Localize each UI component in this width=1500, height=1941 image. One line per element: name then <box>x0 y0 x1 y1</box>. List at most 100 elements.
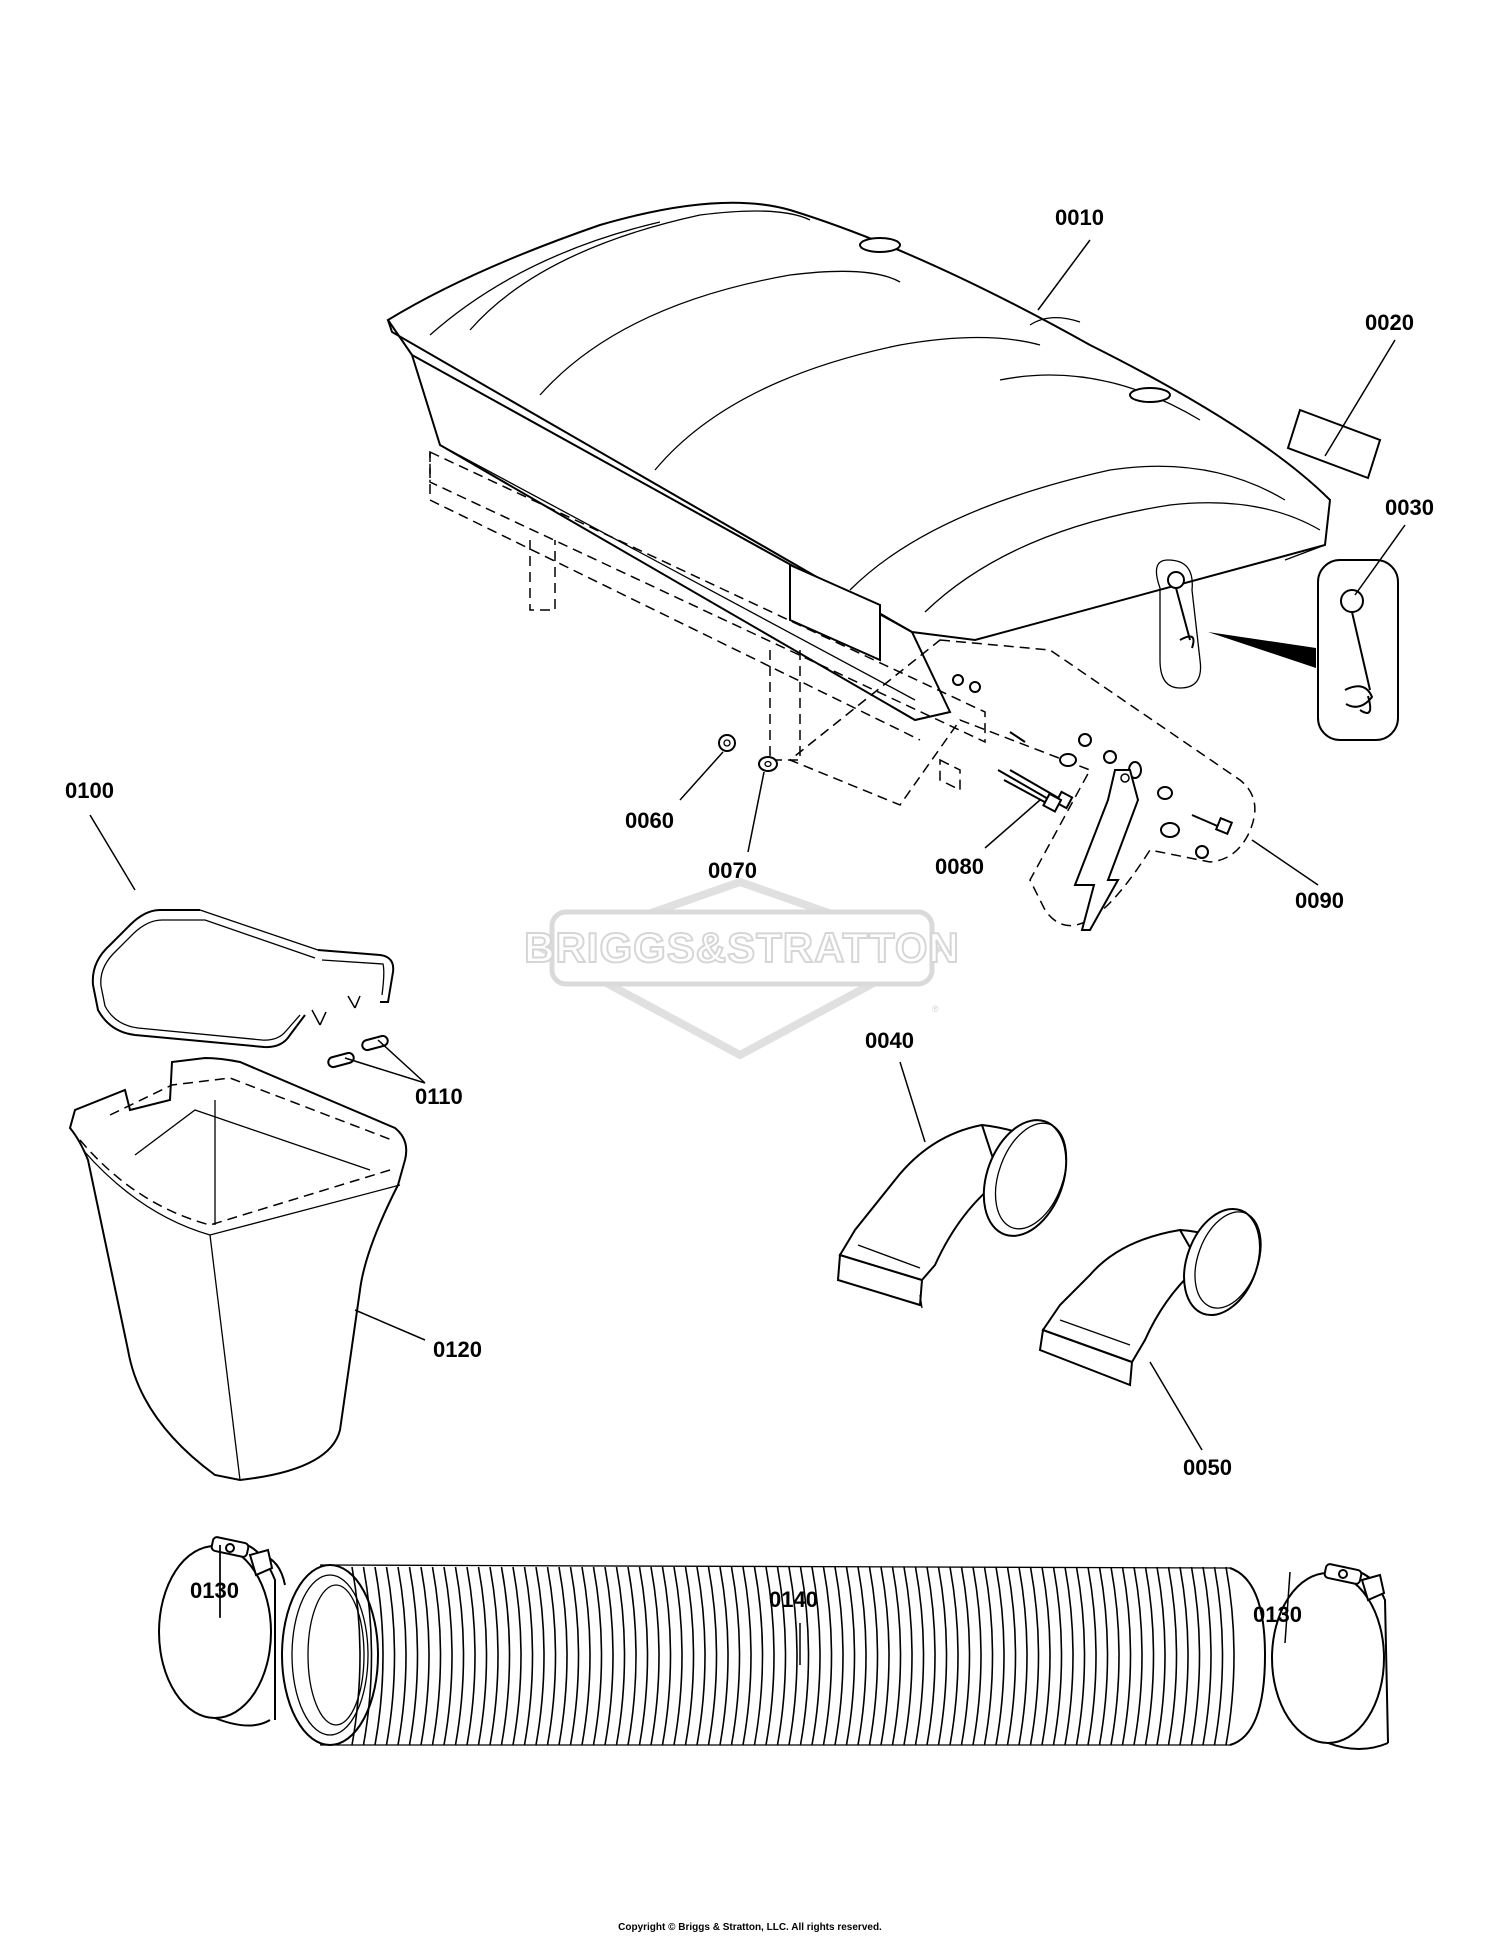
callout-0080: 0080 <box>935 854 984 879</box>
hose-ring <box>753 1566 764 1746</box>
hose-ring <box>1156 1566 1166 1746</box>
hose-ring <box>960 1566 971 1746</box>
callout-0090: 0090 <box>1295 888 1344 913</box>
hose-ring <box>362 1566 373 1746</box>
leader-0130b <box>1284 1571 1291 1644</box>
hose-ring <box>1133 1566 1143 1746</box>
hose-ring <box>592 1566 603 1746</box>
hose-ring <box>1202 1566 1212 1746</box>
callout-0120: 0120 <box>433 1337 482 1362</box>
clamp-left-0130 <box>158 1536 286 1727</box>
clamp-right-0130 <box>1271 1563 1389 1750</box>
hose-ring <box>1110 1566 1120 1746</box>
hose-ring <box>707 1566 718 1746</box>
hose-ring <box>1225 1566 1235 1746</box>
hose-ring <box>1087 1566 1097 1746</box>
hose-ring <box>926 1566 936 1746</box>
hose-ring <box>845 1566 856 1746</box>
bolt-0080 <box>997 769 1063 813</box>
hose-ring <box>374 1566 384 1746</box>
hose-ring <box>765 1566 775 1746</box>
hose-ring <box>351 1566 361 1746</box>
callout-0130a: 0130 <box>190 1578 239 1603</box>
hose-ring <box>811 1566 821 1746</box>
elbow-0050 <box>1038 1207 1262 1387</box>
hose-ring <box>776 1566 787 1746</box>
hose-rings <box>351 1566 1235 1746</box>
hose-ring <box>431 1566 442 1746</box>
hose-ring <box>1167 1566 1178 1746</box>
hardware-group-0090 <box>788 639 1256 931</box>
hose-ring <box>696 1566 706 1746</box>
hose-ring <box>972 1566 982 1746</box>
hose-ring <box>742 1566 752 1746</box>
ring-0100 <box>91 909 395 1049</box>
hose-ring <box>638 1566 649 1746</box>
bag-0120 <box>68 1056 408 1482</box>
watermark: BRIGGS&STRATTON ® <box>523 877 960 1060</box>
hose-ring <box>995 1566 1005 1746</box>
hose-ring <box>788 1566 798 1746</box>
hose-ring <box>443 1566 453 1746</box>
callout-0140: 0140 <box>769 1587 818 1612</box>
leader-0110 <box>344 1039 426 1084</box>
hose-ring <box>1029 1566 1040 1746</box>
hose-ring <box>937 1566 948 1746</box>
hose-ring <box>1190 1566 1201 1746</box>
hose-ring <box>397 1566 407 1746</box>
hose-ring <box>420 1566 430 1746</box>
callout-0040: 0040 <box>865 1028 914 1053</box>
watermark-brand: BRIGGS&STRATTON <box>524 924 960 971</box>
leader-0040 <box>899 1061 926 1143</box>
hose-ring <box>799 1566 810 1746</box>
decal-0020 <box>1286 408 1382 480</box>
hose-ring <box>512 1566 522 1746</box>
hose-ring <box>684 1566 695 1746</box>
hose-ring <box>650 1566 660 1746</box>
washer-0070 <box>758 756 778 772</box>
latch-0030 <box>1155 559 1399 741</box>
hose-ring <box>1179 1566 1189 1746</box>
leader-0100 <box>89 814 136 891</box>
hopper-lid <box>386 201 1332 792</box>
hose-ring <box>523 1566 534 1746</box>
leader-0060 <box>679 751 724 801</box>
hose-ring <box>408 1566 419 1746</box>
hose-ring <box>489 1566 499 1746</box>
callout-0060: 0060 <box>625 808 674 833</box>
callout-0050: 0050 <box>1183 1455 1232 1480</box>
hose-ring <box>1041 1566 1051 1746</box>
watermark-reg-mark: ® <box>932 1004 939 1014</box>
hose-ring <box>477 1566 488 1746</box>
hose-ring <box>673 1566 683 1746</box>
hose-ring <box>546 1566 557 1746</box>
hose-ring <box>535 1566 545 1746</box>
frame-dashed <box>429 450 986 792</box>
hose-ring <box>1006 1566 1017 1746</box>
hose-ring <box>822 1566 833 1746</box>
nut-0060 <box>718 734 736 752</box>
hose-ring <box>983 1566 994 1746</box>
hose-ring <box>719 1566 729 1746</box>
hose-ring <box>604 1566 614 1746</box>
leader-0080 <box>984 799 1041 849</box>
hose-ring <box>914 1566 925 1746</box>
pins-0110 <box>311 995 389 1069</box>
leader-0070 <box>747 771 765 853</box>
hose-ring <box>466 1566 476 1746</box>
callout-0130b: 0130 <box>1253 1602 1302 1627</box>
callout-0020: 0020 <box>1365 310 1414 335</box>
leader-0090 <box>1251 839 1319 886</box>
leader-0120 <box>354 1309 426 1341</box>
hose-ring <box>880 1566 890 1746</box>
hose-ring <box>903 1566 913 1746</box>
callout-0100: 0100 <box>65 778 114 803</box>
hose-0140 <box>281 1564 1267 1746</box>
hose-ring <box>627 1566 637 1746</box>
hose-ring <box>569 1566 580 1746</box>
hose-ring <box>1075 1566 1086 1746</box>
hose-ring <box>730 1566 741 1746</box>
callout-0010: 0010 <box>1055 205 1104 230</box>
callout-0110: 0110 <box>415 1084 463 1109</box>
